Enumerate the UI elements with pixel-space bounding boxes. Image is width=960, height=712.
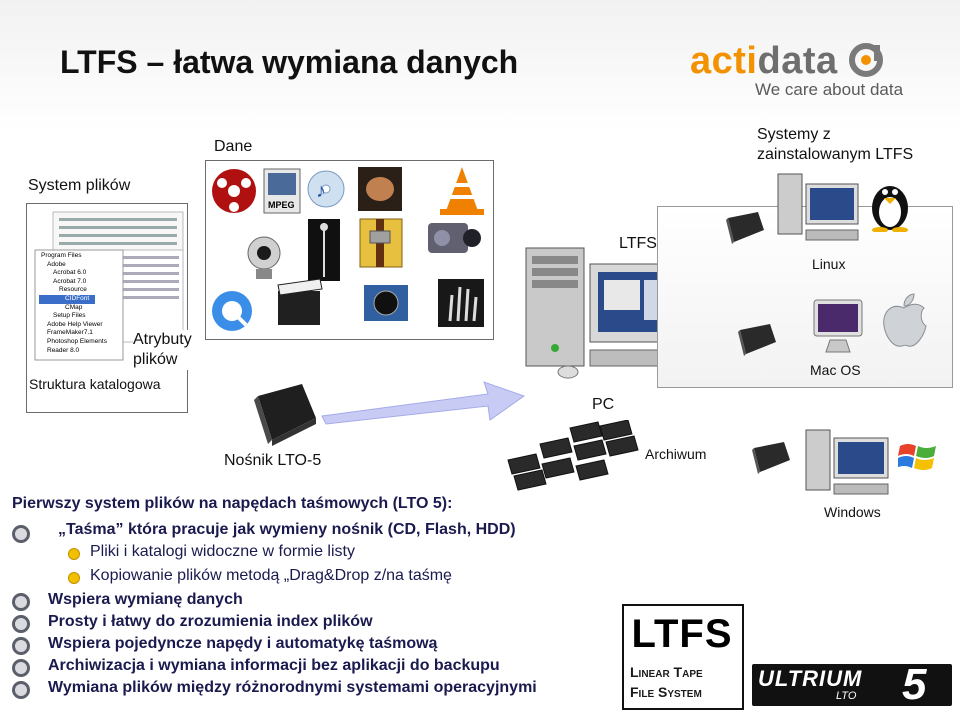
logo-mark-icon xyxy=(848,43,883,77)
apple-logo-icon xyxy=(883,293,927,347)
svg-text:♪: ♪ xyxy=(316,180,326,202)
transfer-arrow-icon xyxy=(321,381,526,425)
windows-logo-icon xyxy=(898,444,936,470)
header-background xyxy=(0,0,960,130)
page-title: LTFS – łatwa wymiana danych xyxy=(60,44,519,80)
logo-part-b: data xyxy=(757,40,838,82)
zip-archive-icon xyxy=(359,218,403,268)
quicktime-icon xyxy=(212,291,252,331)
label-dane: Dane xyxy=(214,138,253,155)
archive-cartridges-icon xyxy=(507,420,639,491)
mpeg-file-icon: MPEG xyxy=(263,168,301,214)
bullet-dot-icon xyxy=(68,572,80,584)
file-system-panel: Program Files Adobe Acrobat 6.0 Acrobat … xyxy=(26,203,188,413)
label-pc: PC xyxy=(592,396,615,413)
bullet-ring-icon xyxy=(12,615,30,633)
label-atrybuty-plikow: Atrybuty plików xyxy=(133,330,203,370)
label-linux: Linux xyxy=(812,256,846,272)
tree-item[interactable]: Adobe Help Viewer xyxy=(47,320,103,328)
folder-tree: Program Files Adobe Acrobat 6.0 Acrobat … xyxy=(39,252,107,355)
label-ltfs: LTFS xyxy=(619,235,657,252)
bullet-ring-icon xyxy=(12,637,30,655)
tree-item-selected[interactable]: CIDFont xyxy=(39,294,95,304)
tape-cartridge-icon xyxy=(752,442,790,474)
ultrium-lto5-logo: ULTRIUM LTO 5 xyxy=(752,660,952,709)
label-system-plikow: System plików xyxy=(28,177,131,194)
ltfs-badge-line1: Linear Tape xyxy=(630,664,703,680)
tree-item[interactable]: Photoshop Elements xyxy=(47,337,107,345)
lto-text: LTO xyxy=(836,690,857,702)
ltfs-badge: LTFS Linear Tape File System xyxy=(622,604,744,710)
tree-item[interactable]: Acrobat 6.0 xyxy=(53,269,87,277)
tree-item[interactable]: Resource xyxy=(59,286,87,294)
imac-icon xyxy=(813,299,863,353)
tree-item[interactable]: Program Files xyxy=(41,252,82,259)
tape-cartridge-icon xyxy=(726,212,764,244)
feature-subitem: Pliki i katalogi widoczne w formie listy xyxy=(90,543,355,560)
logo-part-a: acti xyxy=(690,40,758,82)
tree-item[interactable]: CMap xyxy=(65,303,83,311)
vlc-cone-icon xyxy=(440,167,484,215)
tree-item[interactable]: Adobe xyxy=(47,260,66,268)
xray-body-icon xyxy=(308,219,340,281)
tree-item[interactable]: Reader 8.0 xyxy=(47,346,80,354)
actidata-logo: actidata xyxy=(690,40,883,83)
svg-text:MPEG: MPEG xyxy=(268,200,295,210)
label-systemy-line2: zainstalowanym LTFS xyxy=(757,146,914,163)
music-cd-icon: ♪ xyxy=(307,170,345,208)
bullet-dot-icon xyxy=(68,548,80,560)
xray-hand-icon xyxy=(438,279,484,327)
ltfs-badge-title: LTFS xyxy=(631,612,733,656)
label-mac-os: Mac OS xyxy=(810,362,861,378)
linux-workstation-icon xyxy=(777,173,859,241)
windows-workstation-icon xyxy=(805,429,889,495)
label-systemy-line1: Systemy z xyxy=(757,126,831,143)
tux-penguin-icon xyxy=(872,186,908,232)
feature-subitem: Kopiowanie plików metodą „Drag&Drop z/na… xyxy=(90,567,452,584)
ultrasound-image-icon xyxy=(358,167,402,211)
feature-list-heading: Pierwszy system plików na napędach taśmo… xyxy=(12,495,453,512)
webcam-icon xyxy=(247,236,281,279)
label-windows: Windows xyxy=(824,504,881,520)
generation-number: 5 xyxy=(902,660,927,709)
file-explorer-screenshot xyxy=(34,211,184,361)
lto5-cartridge-icon xyxy=(254,384,316,446)
logo-tagline: We care about data xyxy=(755,80,904,99)
bullet-ring-icon xyxy=(12,681,30,699)
label-archiwum: Archiwum xyxy=(645,446,707,462)
media-icons: MPEG ♪ xyxy=(212,167,484,331)
bullet-ring-icon xyxy=(12,593,30,611)
camcorder-icon xyxy=(428,223,481,253)
photo-camera-icon xyxy=(364,285,408,321)
feature-item: Wspiera pojedyncze napędy i automatykę t… xyxy=(48,635,438,652)
pc-workstation-icon xyxy=(525,247,687,379)
tree-item[interactable]: Acrobat 7.0 xyxy=(53,277,87,285)
tape-cartridge-icon xyxy=(738,324,776,356)
ultrium-text: ULTRIUM xyxy=(758,666,863,691)
feature-item: „Taśma” która pracuje jak wymieny nośnik… xyxy=(58,521,516,538)
feature-item: Prosty i łatwy do zrozumienia index plik… xyxy=(48,613,373,630)
label-struktura-katalogowa: Struktura katalogowa xyxy=(29,376,161,392)
systems-panel xyxy=(657,206,953,388)
feature-item: Wymiana plików między różnorodnymi syste… xyxy=(48,679,537,696)
feature-item: Wspiera wymianę danych xyxy=(48,591,243,608)
tree-item[interactable]: FrameMaker7.1 xyxy=(47,329,93,337)
bullet-ring-icon xyxy=(12,659,30,677)
feature-item: Archiwizacja i wymiana informacji bez ap… xyxy=(48,657,500,674)
data-panel: MPEG ♪ xyxy=(205,160,494,340)
tree-item[interactable]: Setup Files xyxy=(53,312,86,320)
label-nosnik-lto5: Nośnik LTO-5 xyxy=(224,452,322,469)
film-reel-icon xyxy=(212,169,256,213)
ltfs-badge-line2: File System xyxy=(630,684,702,700)
bullet-ring-icon xyxy=(12,525,30,543)
clapperboard-icon xyxy=(277,278,323,325)
